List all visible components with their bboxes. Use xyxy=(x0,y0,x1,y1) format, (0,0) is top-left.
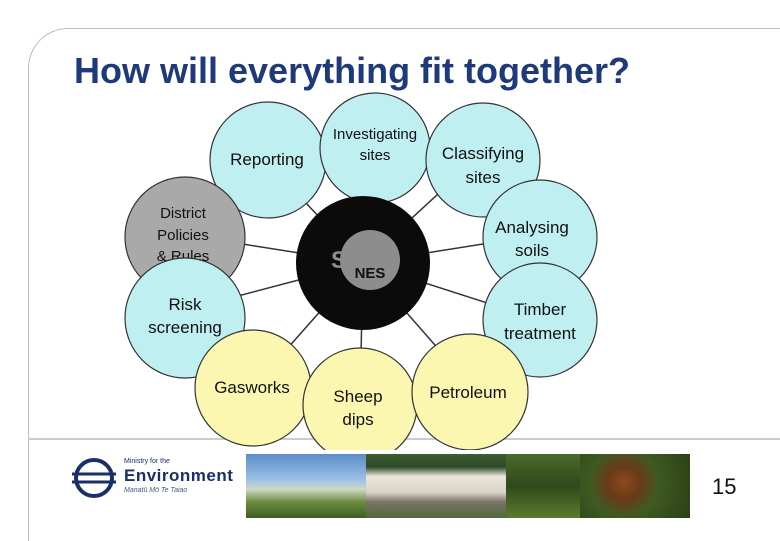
page-title: How will everything fit together? xyxy=(74,50,631,91)
node-sheep-line2: dips xyxy=(342,410,373,429)
photo-landscape xyxy=(246,454,366,518)
center-hub: SGVs NES xyxy=(296,196,430,330)
node-district-line2: Policies xyxy=(157,227,209,244)
node-timber: Timber treatment xyxy=(482,262,598,378)
node-analysing-line1: Analysing xyxy=(495,218,569,237)
center-nes-label: NES xyxy=(355,265,386,282)
org-line1: Ministry for the xyxy=(124,458,170,465)
org-name: Environment xyxy=(124,466,234,485)
node-classifying-line1: Classifying xyxy=(442,144,524,163)
node-sheep-line1: Sheep xyxy=(333,387,382,406)
node-classifying-line2: sites xyxy=(466,168,501,187)
node-investigating-line1: Investigating xyxy=(333,126,417,143)
node-petroleum: Petroleum xyxy=(411,333,529,450)
photo-house xyxy=(366,454,506,518)
org-line3: Manatū Mō Te Taiao xyxy=(124,487,188,494)
node-gasworks-label: Gasworks xyxy=(214,378,290,397)
node-sheep: Sheep dips xyxy=(302,347,418,450)
slide-frame xyxy=(28,28,780,541)
node-gasworks: Gasworks xyxy=(194,329,312,447)
ministry-logo-icon xyxy=(72,458,116,498)
node-reporting-label: Reporting xyxy=(230,150,304,169)
node-timber-line1: Timber xyxy=(514,300,567,319)
center-sgvs-label: SGVs xyxy=(331,247,395,274)
node-risk-line2: screening xyxy=(148,318,222,337)
page-number: 15 xyxy=(712,474,737,499)
node-analysing-line2: soils xyxy=(515,241,549,260)
node-district-line1: District xyxy=(160,205,207,222)
photo-fern xyxy=(580,454,690,518)
node-investigating: Investigating sites xyxy=(319,92,431,204)
photo-forest xyxy=(506,454,580,518)
node-risk-line1: Risk xyxy=(168,295,202,314)
node-reporting: Reporting xyxy=(209,101,327,219)
node-investigating-line2: sites xyxy=(360,147,391,164)
node-timber-line2: treatment xyxy=(504,324,576,343)
fit-diagram: Reporting Investigating sites Classifyin… xyxy=(124,92,598,450)
node-petroleum-label: Petroleum xyxy=(429,383,506,402)
